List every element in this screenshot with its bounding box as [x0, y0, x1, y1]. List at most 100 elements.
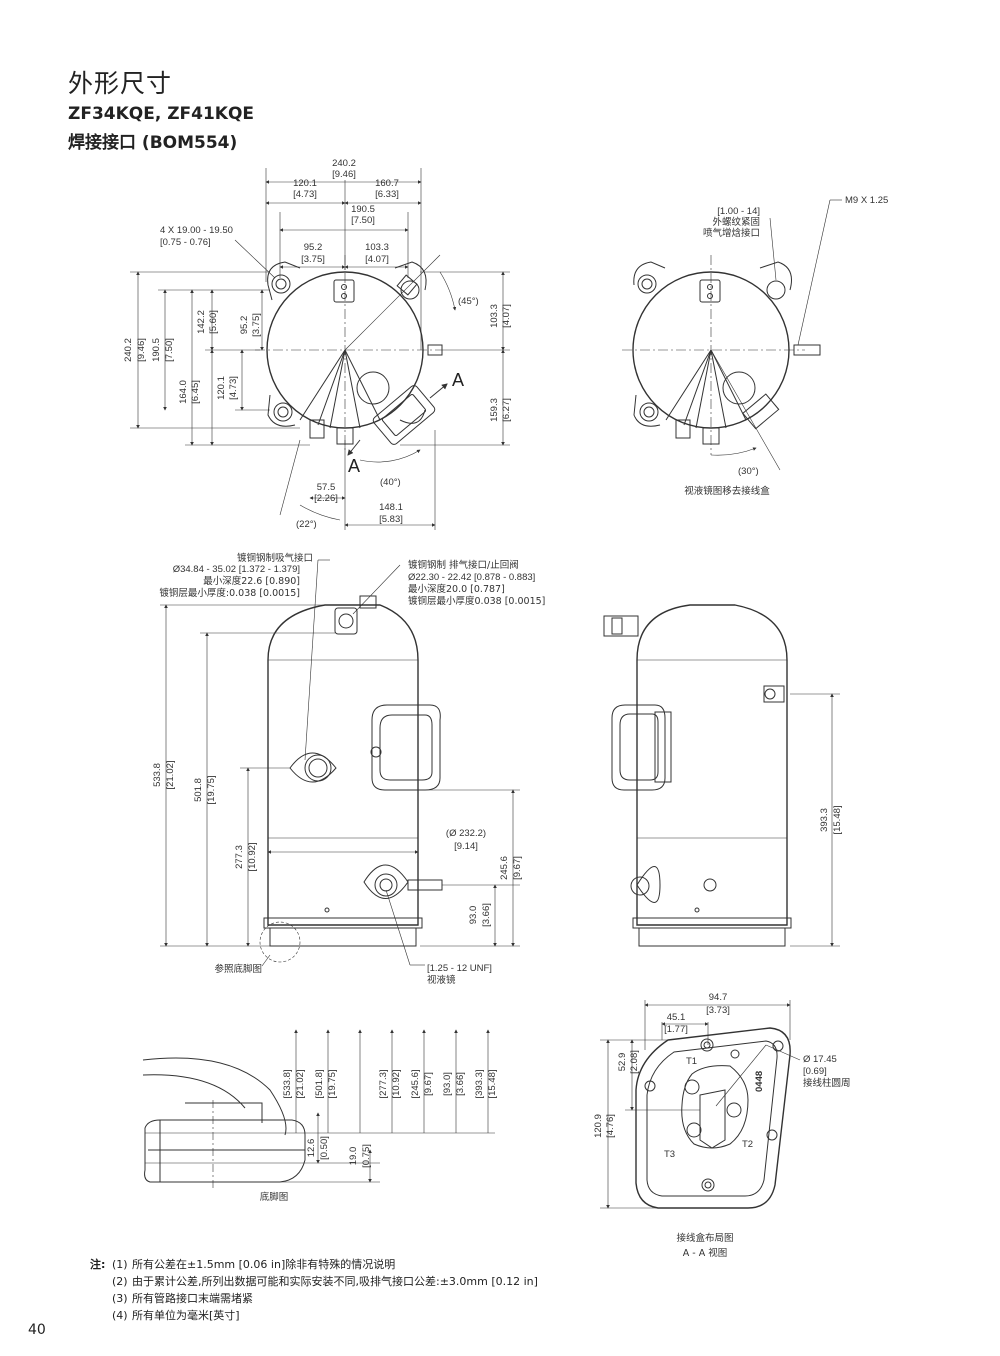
svg-text:393.3: 393.3 [819, 808, 830, 832]
top-right-view [622, 199, 842, 471]
svg-text:533.8: 533.8 [152, 763, 163, 787]
svg-text:T2: T2 [742, 1139, 753, 1150]
top-right-labels: M9 X 1.25 [1.00 - 14] 外螺纹紧固 喷气增焓接口 (30°)… [684, 195, 888, 497]
svg-text:[2.08]: [2.08] [629, 1050, 640, 1074]
svg-text:[4.07]: [4.07] [365, 254, 389, 265]
note-number: (2) [112, 1275, 128, 1288]
svg-text:240.2: 240.2 [123, 338, 134, 362]
svg-text:视液镜: 视液镜 [427, 974, 456, 986]
terminal-box-labels: 94.7 [3.73] 45.1 [1.77] 52.9 [2.08] 120.… [593, 992, 851, 1259]
svg-text:[9.67]: [9.67] [423, 1072, 434, 1096]
foot-view-labels: [533.8] [21.02] [501.8] [19.75] [277.3] … [260, 1069, 498, 1203]
svg-text:120.9: 120.9 [593, 1114, 604, 1138]
svg-text:103.3: 103.3 [365, 242, 389, 253]
svg-text:[10.92]: [10.92] [247, 842, 258, 871]
svg-text:(45°): (45°) [458, 296, 479, 307]
svg-text:120.1: 120.1 [216, 376, 227, 400]
svg-text:[0.69]: [0.69] [803, 1066, 827, 1077]
svg-text:[3.75]: [3.75] [301, 254, 325, 265]
top-view-labels: 240.2 [9.46] 120.1 [4.73] 160.7 [6.33] 1… [123, 158, 512, 530]
svg-text:镀铜层最小厚度:0.038 [0.0015]: 镀铜层最小厚度:0.038 [0.0015] [159, 587, 300, 599]
svg-text:[5.60]: [5.60] [208, 310, 219, 334]
svg-text:[1.77]: [1.77] [664, 1024, 688, 1035]
note-text: 所有管路接口末端需堵紧 [132, 1292, 253, 1305]
svg-text:[6.33]: [6.33] [375, 189, 399, 200]
svg-text:A - A 视图: A - A 视图 [683, 1247, 728, 1259]
svg-text:接线柱圆周: 接线柱圆周 [803, 1077, 851, 1089]
svg-text:Ø22.30 - 22.42 [0.878 - 0.883]: Ø22.30 - 22.42 [0.878 - 0.883] [408, 572, 535, 583]
svg-text:190.5: 190.5 [351, 204, 375, 215]
svg-text:A: A [452, 370, 464, 390]
svg-text:[245.6]: [245.6] [410, 1069, 421, 1098]
svg-text:501.8: 501.8 [193, 778, 204, 802]
svg-text:(Ø 232.2): (Ø 232.2) [446, 828, 486, 839]
svg-text:M9 X 1.25: M9 X 1.25 [845, 195, 888, 206]
front-view-labels: 镀铜钢制吸气接口 Ø34.84 - 35.02 [1.372 - 1.379] … [152, 552, 545, 986]
page-number: 40 [28, 1322, 46, 1338]
svg-text:T1: T1 [686, 1056, 697, 1067]
svg-text:103.3: 103.3 [489, 304, 500, 328]
svg-text:最小深度20.0 [0.787]: 最小深度20.0 [0.787] [408, 583, 505, 595]
svg-text:[4.73]: [4.73] [293, 189, 317, 200]
connection-type: 焊接接口 (BOM554) [68, 133, 238, 153]
svg-text:277.3: 277.3 [234, 845, 245, 869]
terminal-box-view [600, 1000, 801, 1209]
svg-text:159.3: 159.3 [489, 398, 500, 422]
svg-text:[4.73]: [4.73] [228, 376, 239, 400]
svg-text:[9.67]: [9.67] [512, 856, 523, 880]
svg-text:45.1: 45.1 [667, 1012, 686, 1023]
svg-text:4 X 19.00 - 19.50: 4 X 19.00 - 19.50 [160, 225, 233, 236]
svg-text:[19.75]: [19.75] [327, 1069, 338, 1098]
svg-text:T3: T3 [664, 1149, 675, 1160]
note-text: 所有公差在±1.5mm [0.06 in]除非有特殊的情况说明 [132, 1258, 396, 1271]
svg-text:0448: 0448 [754, 1071, 765, 1092]
svg-text:[93.0]: [93.0] [442, 1072, 453, 1096]
svg-text:镀铜层最小厚度0.038 [0.0015]: 镀铜层最小厚度0.038 [0.0015] [408, 595, 545, 607]
svg-text:[0.75]: [0.75] [361, 1144, 372, 1168]
svg-text:[9.46]: [9.46] [332, 169, 356, 180]
note-text: 所有单位为毫米[英寸] [132, 1309, 240, 1322]
svg-text:A: A [348, 456, 360, 476]
svg-text:[7.50]: [7.50] [164, 338, 175, 362]
side-view [603, 604, 840, 947]
svg-text:[9.14]: [9.14] [454, 841, 478, 852]
svg-text:[15.48]: [15.48] [832, 805, 843, 834]
svg-text:喷气增焓接口: 喷气增焓接口 [703, 227, 760, 239]
svg-text:[6.45]: [6.45] [190, 380, 201, 404]
svg-text:[533.8]: [533.8] [282, 1069, 293, 1098]
note-item: (3) 所有管路接口末端需堵紧 [90, 1290, 538, 1307]
svg-text:最小深度22.6 [0.890]: 最小深度22.6 [0.890] [203, 575, 300, 587]
svg-text:95.2: 95.2 [239, 316, 250, 335]
svg-text:接线盒布局图: 接线盒布局图 [676, 1232, 733, 1244]
svg-text:[501.8]: [501.8] [314, 1069, 325, 1098]
note-text: 由于累计公差,所列出数据可能和实际安装不同,吸排气接口公差:±3.0mm [0.… [132, 1275, 538, 1288]
svg-text:[21.02]: [21.02] [295, 1069, 306, 1098]
svg-text:[4.07]: [4.07] [501, 304, 512, 328]
page-title: 外形尺寸 [68, 69, 173, 98]
svg-text:12.6: 12.6 [306, 1139, 317, 1158]
svg-text:190.5: 190.5 [151, 338, 162, 362]
model-numbers: ZF34KQE, ZF41KQE [68, 104, 255, 124]
svg-text:参照底脚图: 参照底脚图 [214, 963, 262, 975]
svg-text:245.6: 245.6 [499, 856, 510, 880]
svg-text:[9.46]: [9.46] [136, 338, 147, 362]
svg-text:镀铜钢制吸气接口: 镀铜钢制吸气接口 [237, 552, 313, 564]
svg-text:[4.76]: [4.76] [605, 1114, 616, 1138]
svg-text:[10.92]: [10.92] [391, 1069, 402, 1098]
svg-text:外螺纹紧固: 外螺纹紧固 [712, 216, 760, 228]
svg-text:160.7: 160.7 [375, 178, 399, 189]
svg-text:Ø 17.45: Ø 17.45 [803, 1054, 837, 1065]
note-item: (2) 由于累计公差,所列出数据可能和实际安装不同,吸排气接口公差:±3.0mm… [90, 1273, 538, 1290]
svg-text:[2.26]: [2.26] [314, 493, 338, 504]
svg-text:[3.73]: [3.73] [706, 1005, 730, 1016]
svg-text:[1.00 - 14]: [1.00 - 14] [717, 206, 760, 217]
svg-text:[393.3]: [393.3] [474, 1069, 485, 1098]
svg-text:52.9: 52.9 [617, 1053, 628, 1072]
notes: 注: (1) 所有公差在±1.5mm [0.06 in]除非有特殊的情况说明 (… [90, 1256, 538, 1324]
svg-text:镀铜钢制 排气接口/止回阀: 镀铜钢制 排气接口/止回阀 [408, 559, 519, 571]
svg-text:[3.66]: [3.66] [481, 903, 492, 927]
svg-text:[5.83]: [5.83] [379, 514, 403, 525]
svg-text:93.0: 93.0 [468, 906, 479, 925]
note-item: 注: (1) 所有公差在±1.5mm [0.06 in]除非有特殊的情况说明 [90, 1256, 538, 1273]
svg-text:[3.66]: [3.66] [455, 1072, 466, 1096]
